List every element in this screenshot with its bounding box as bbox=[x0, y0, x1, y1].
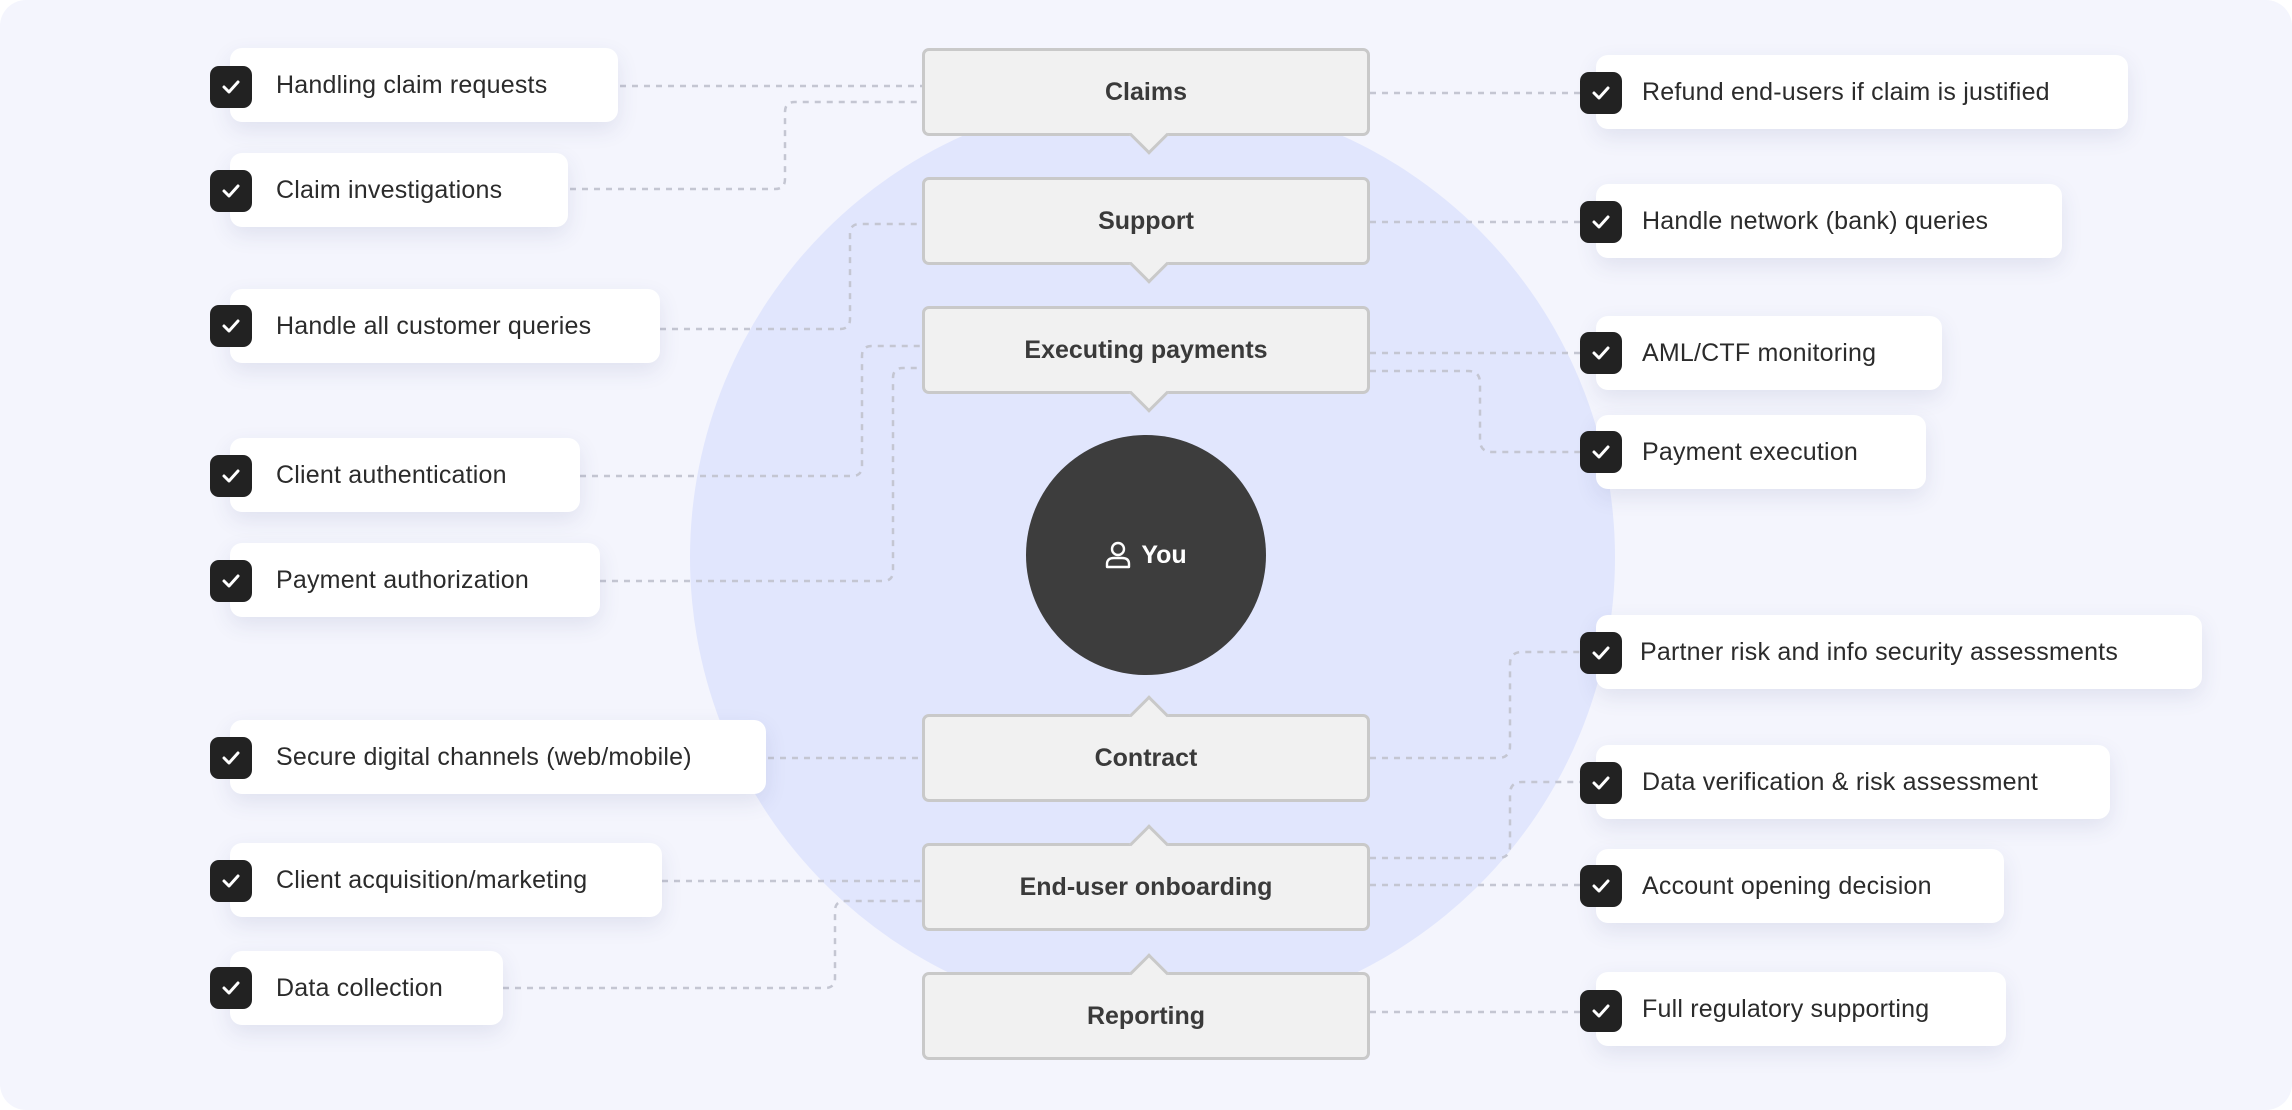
stage-support[interactable]: Support bbox=[922, 177, 1370, 284]
task-client-authentication: Client authentication bbox=[230, 438, 580, 512]
checkmark-icon bbox=[1580, 431, 1622, 473]
stage-reporting[interactable]: Reporting bbox=[922, 953, 1370, 1060]
checkmark-icon bbox=[210, 455, 252, 497]
task-label: Handle all customer queries bbox=[276, 311, 592, 340]
checkmark-icon bbox=[210, 170, 252, 212]
task-aml-ctf-monitoring: AML/CTF monitoring bbox=[1596, 316, 1942, 390]
task-label: Data verification & risk assessment bbox=[1642, 767, 2039, 796]
checkmark-icon bbox=[210, 66, 252, 108]
stage-executing-payments[interactable]: Executing payments bbox=[922, 306, 1370, 413]
task-label: Client acquisition/marketing bbox=[276, 865, 588, 894]
task-data-collection: Data collection bbox=[230, 951, 503, 1025]
task-handle-network-queries: Handle network (bank) queries bbox=[1596, 184, 2062, 258]
connector-claim-investigations bbox=[570, 100, 922, 191]
stage-label: End-user onboarding bbox=[1019, 872, 1273, 901]
stage-label: Claims bbox=[1105, 77, 1187, 106]
stage-contract[interactable]: Contract bbox=[922, 695, 1370, 802]
task-label: Handling claim requests bbox=[276, 70, 548, 99]
checkmark-icon bbox=[210, 967, 252, 1009]
connector-data-collection bbox=[503, 899, 922, 990]
user-icon bbox=[1105, 541, 1131, 569]
task-label: Partner risk and info security assessmen… bbox=[1640, 637, 2119, 666]
task-account-opening: Account opening decision bbox=[1596, 849, 2004, 923]
task-secure-digital-channels: Secure digital channels (web/mobile) bbox=[230, 720, 766, 794]
checkmark-icon bbox=[1580, 332, 1622, 374]
connector-handle-customer-queries bbox=[660, 222, 922, 331]
stage-label: Contract bbox=[1094, 743, 1198, 772]
stage-label: Executing payments bbox=[1024, 335, 1268, 364]
checkmark-icon bbox=[210, 560, 252, 602]
task-label: Handle network (bank) queries bbox=[1642, 206, 1989, 235]
checkmark-icon bbox=[1580, 632, 1622, 674]
task-claim-investigations: Claim investigations bbox=[230, 153, 568, 227]
task-client-acquisition: Client acquisition/marketing bbox=[230, 843, 662, 917]
checkmark-icon bbox=[210, 737, 252, 779]
task-handling-claim-requests: Handling claim requests bbox=[230, 48, 618, 122]
connector-payment-execution bbox=[1370, 369, 1582, 454]
stage-claims[interactable]: Claims bbox=[922, 48, 1370, 155]
task-refund-end-users: Refund end-users if claim is justified bbox=[1596, 55, 2128, 129]
you-label: You bbox=[1141, 540, 1187, 569]
connector-data-verification bbox=[1370, 780, 1582, 860]
task-label: Account opening decision bbox=[1642, 871, 1932, 900]
task-data-verification: Data verification & risk assessment bbox=[1596, 745, 2110, 819]
task-label: Data collection bbox=[276, 973, 443, 1002]
task-label: Payment authorization bbox=[276, 565, 529, 594]
task-partner-risk: Partner risk and info security assessmen… bbox=[1596, 615, 2202, 689]
checkmark-icon bbox=[1580, 865, 1622, 907]
task-label: Client authentication bbox=[276, 460, 507, 489]
connector-client-authentication bbox=[580, 344, 922, 478]
task-payment-authorization: Payment authorization bbox=[230, 543, 600, 617]
checkmark-icon bbox=[1580, 201, 1622, 243]
checkmark-icon bbox=[1580, 762, 1622, 804]
task-handle-customer-queries: Handle all customer queries bbox=[230, 289, 660, 363]
task-label: Refund end-users if claim is justified bbox=[1642, 77, 2050, 106]
task-label: Claim investigations bbox=[276, 175, 503, 204]
task-label: Payment execution bbox=[1642, 437, 1859, 466]
stage-end-user-onboarding[interactable]: End-user onboarding bbox=[922, 824, 1370, 931]
checkmark-icon bbox=[210, 860, 252, 902]
task-label: AML/CTF monitoring bbox=[1642, 338, 1877, 367]
stage-label: Support bbox=[1098, 206, 1194, 235]
task-payment-execution: Payment execution bbox=[1596, 415, 1926, 489]
checkmark-icon bbox=[1580, 72, 1622, 114]
you-node: You bbox=[1026, 435, 1266, 675]
stage-label: Reporting bbox=[1086, 1001, 1206, 1030]
checkmark-icon bbox=[1580, 990, 1622, 1032]
task-full-regulatory: Full regulatory supporting bbox=[1596, 972, 2006, 1046]
connector-partner-risk bbox=[1370, 650, 1582, 760]
checkmark-icon bbox=[210, 305, 252, 347]
task-label: Full regulatory supporting bbox=[1642, 994, 1930, 1023]
connector-payment-authorization bbox=[600, 366, 922, 583]
task-label: Secure digital channels (web/mobile) bbox=[276, 742, 692, 771]
